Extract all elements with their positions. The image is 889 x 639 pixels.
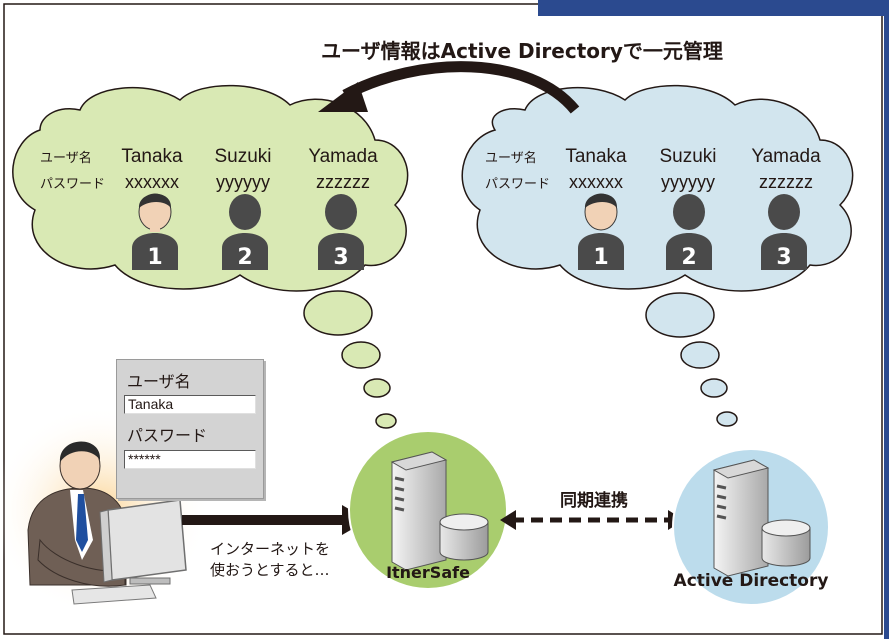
right-user-icon-3: 3: [761, 194, 807, 270]
central-management-caption: ユーザ情報はActive Directoryで一元管理: [321, 39, 723, 63]
sync-label: 同期連携: [560, 490, 628, 511]
active-directory-server: Active Directory: [672, 448, 830, 606]
right-user-name-suzuki: Suzuki: [659, 146, 716, 167]
left-user-number-3: 3: [333, 245, 348, 270]
itnersafe-server: ItnerSafe: [348, 430, 508, 590]
keyboard: [71, 584, 157, 605]
username-label: ユーザ名: [127, 372, 191, 391]
right-user-number-2: 2: [681, 245, 696, 270]
left-username-row-label: ユーザ名: [40, 150, 92, 166]
right-password-row-label: パスワード: [485, 177, 550, 192]
left-password-row-label: パスワード: [40, 177, 105, 192]
right-user-number-1: 1: [593, 245, 608, 270]
sync-direction-arrow: [342, 61, 580, 114]
left-password-suzuki: yyyyyy: [216, 172, 270, 192]
left-user-name-yamada: Yamada: [308, 146, 378, 167]
login-form: ユーザ名 Tanaka パスワード ******: [116, 359, 264, 499]
left-user-icon-3: 3: [318, 194, 364, 270]
left-thought-cloud: [12, 84, 409, 429]
right-password-suzuki: yyyyyy: [661, 172, 715, 192]
right-user-number-3: 3: [776, 245, 791, 270]
right-password-tanaka: xxxxxx: [569, 172, 623, 192]
left-user-name-suzuki: Suzuki: [214, 146, 271, 167]
active-directory-label: Active Directory: [674, 571, 829, 591]
monitor: [107, 499, 187, 581]
sync-link-left-arrowhead: [500, 510, 516, 530]
right-user-name-tanaka: Tanaka: [565, 146, 627, 167]
left-password-tanaka: xxxxxx: [125, 172, 179, 192]
password-field[interactable]: ******: [124, 450, 256, 469]
right-user-icon-1: 1: [578, 193, 624, 270]
left-user-icon-1: 1: [132, 193, 178, 270]
right-user-name-yamada: Yamada: [751, 146, 821, 167]
username-field[interactable]: Tanaka: [124, 395, 256, 414]
right-thought-cloud: [461, 84, 854, 427]
sync-direction-arrowhead: [318, 82, 368, 112]
left-password-yamada: zzzzzz: [316, 172, 370, 192]
frame-side-bar: [884, 0, 889, 639]
right-user-icon-2: 2: [666, 194, 712, 270]
left-user-number-1: 1: [147, 245, 162, 270]
left-user-icon-2: 2: [222, 194, 268, 270]
itnersafe-label: ItnerSafe: [386, 563, 470, 582]
internet-caption-line1: インターネットを: [210, 540, 330, 558]
right-username-row-label: ユーザ名: [485, 150, 537, 166]
frame-header-bar: [538, 0, 889, 16]
left-user-name-tanaka: Tanaka: [121, 146, 183, 167]
password-label: パスワード: [127, 426, 208, 445]
left-user-number-2: 2: [237, 245, 252, 270]
right-password-yamada: zzzzzz: [759, 172, 813, 192]
internet-caption-line2: 使おうとすると…: [210, 561, 330, 579]
